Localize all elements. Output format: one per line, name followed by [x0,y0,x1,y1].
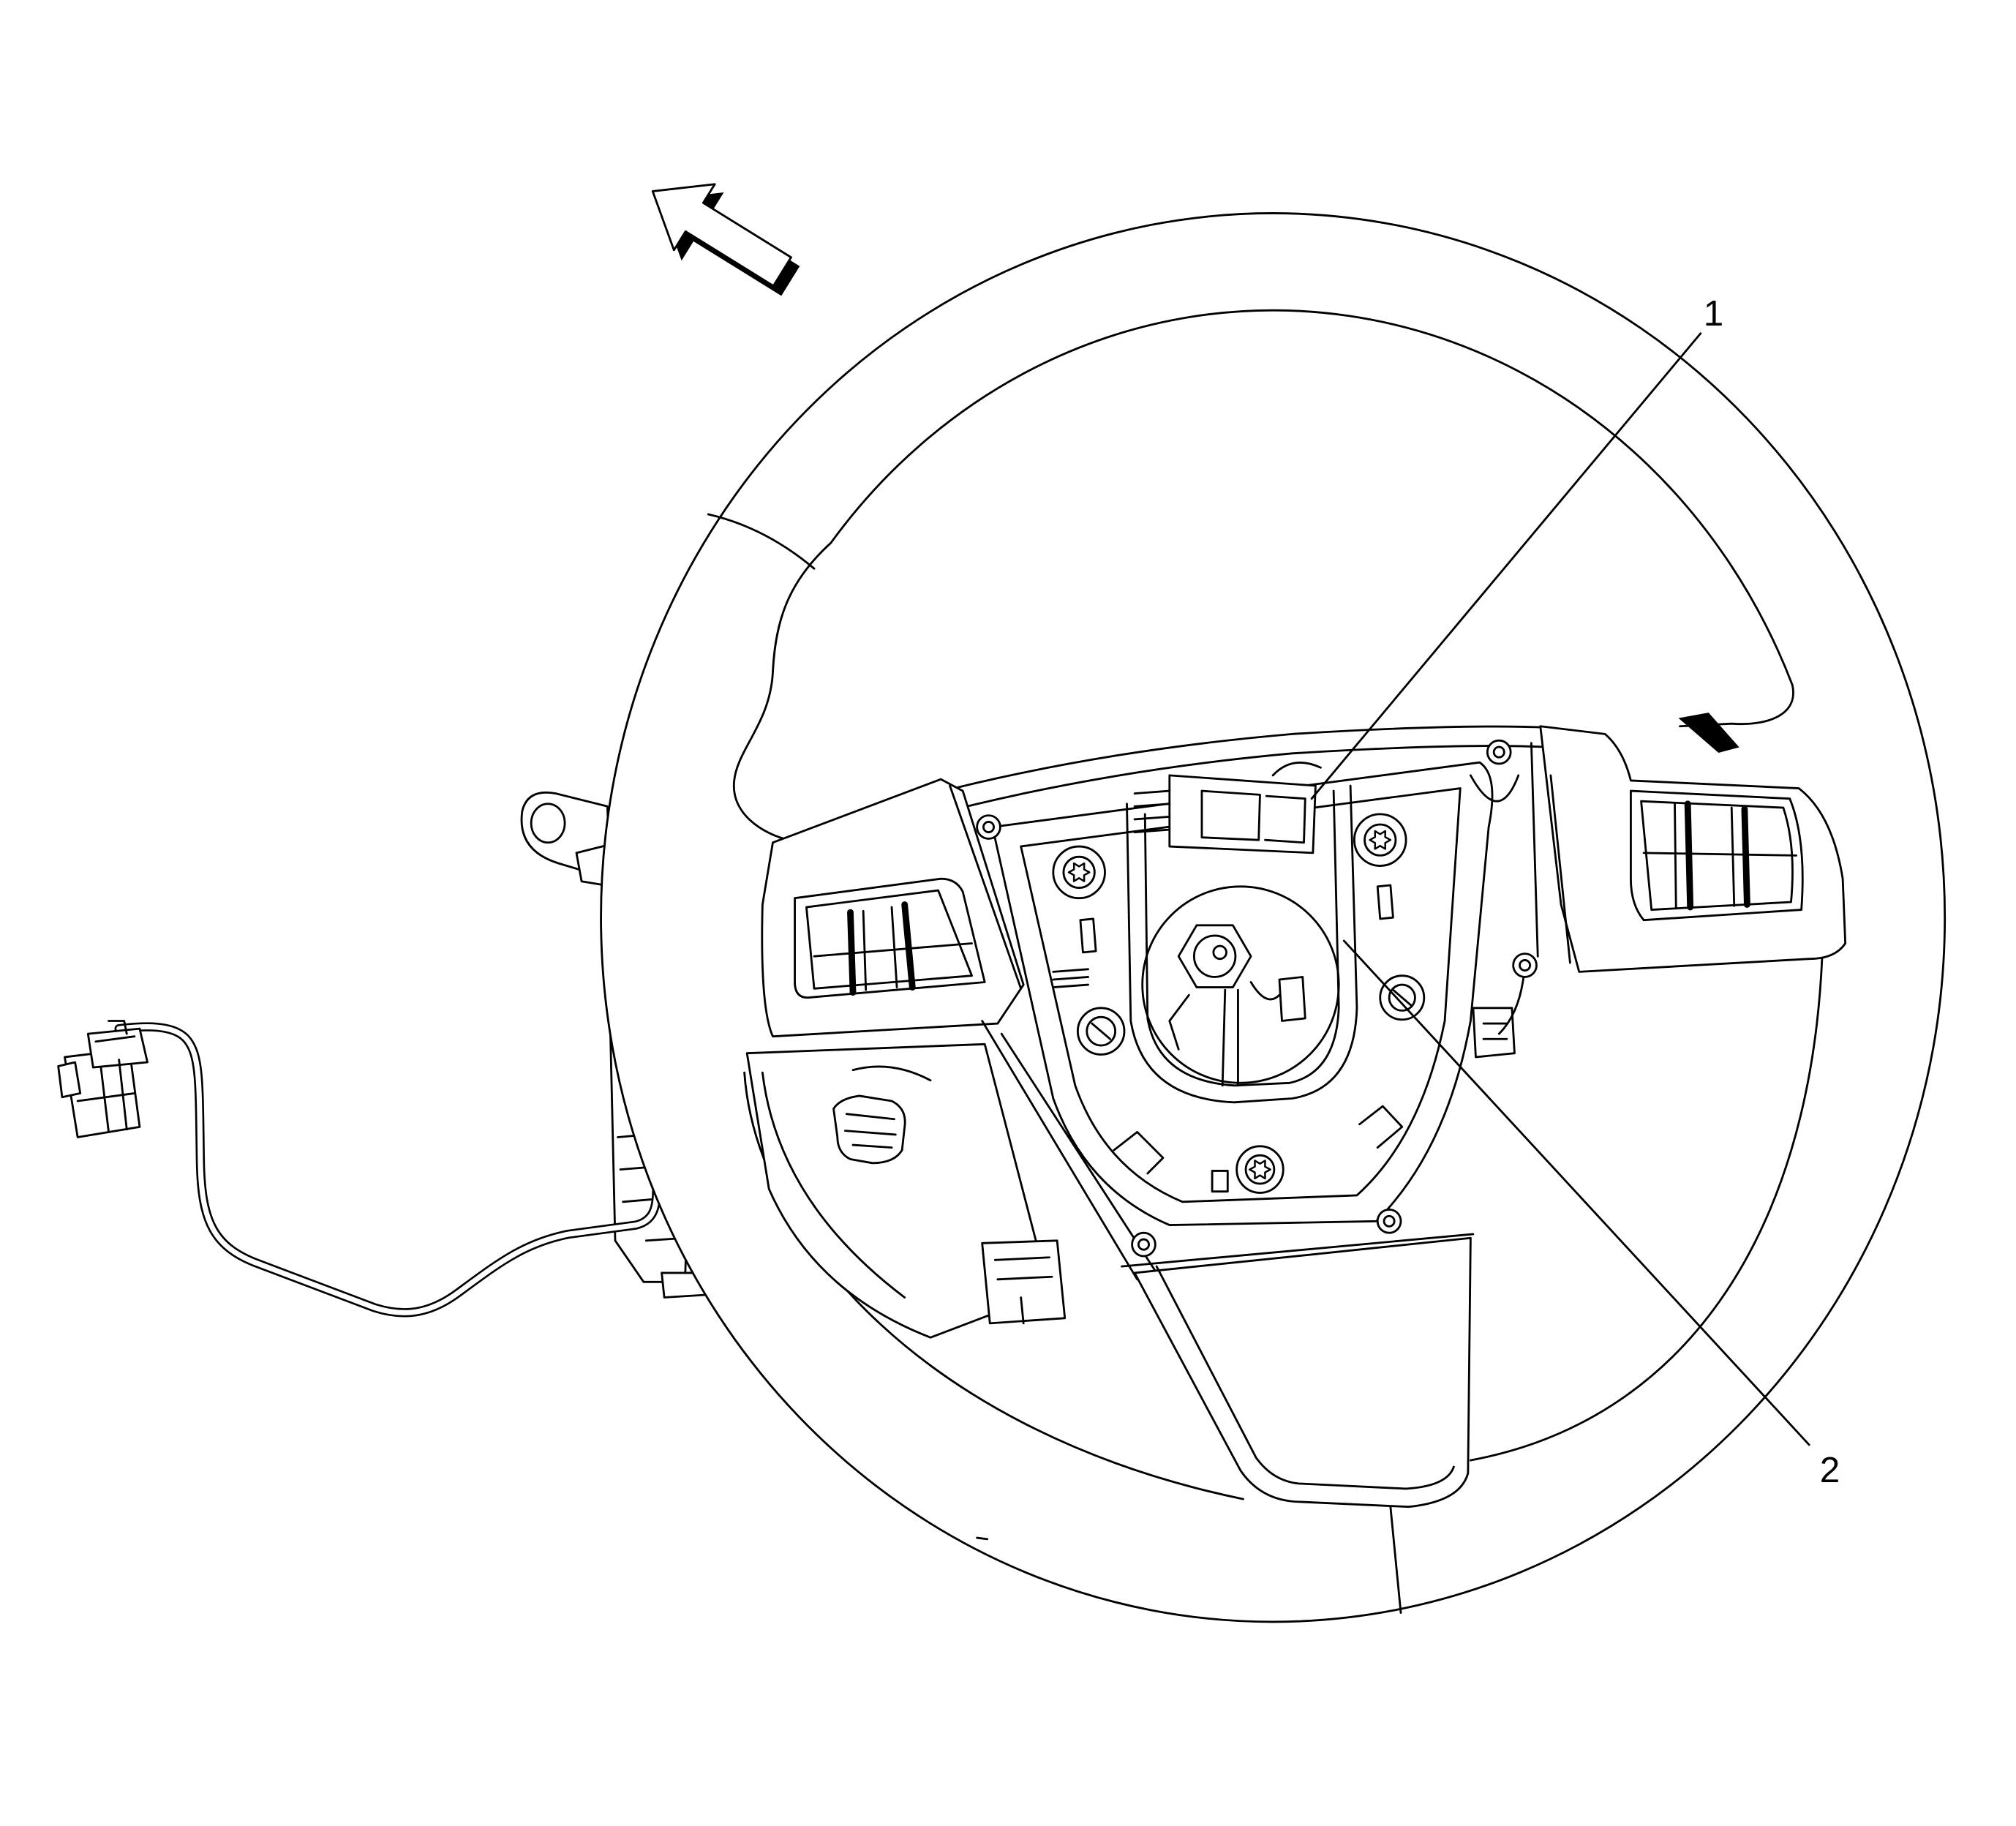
bottom-spoke-inner-edge [1155,1265,1455,1490]
right-switch-button-divider [1684,800,1694,911]
bottom-spoke [1133,1236,1472,1508]
mounting-tab-hole [530,803,566,844]
callout-2-label: 2 [1820,1450,1840,1490]
screw-upper-left [976,814,1001,840]
right-switch-panel [1630,789,1804,922]
hole-right [1379,974,1426,1021]
screw-lower-left [1131,1231,1156,1258]
screw-recess [1137,1238,1150,1251]
callout-2-leader [1342,939,1810,1446]
lower-left-housing [745,1042,1050,1339]
hole-left [1076,1007,1126,1056]
callout-1-leader [1310,332,1702,800]
u-frame-inner [1143,789,1340,1087]
connector-top-block [86,1027,148,1069]
connector-detail [76,1020,136,1133]
right-switch-button-divider [1741,805,1750,908]
lower-connector-detail [993,1256,1053,1325]
bolt-upper-left-ring [1062,855,1096,889]
screw-head [1512,953,1538,978]
screw-recess [982,821,995,834]
clock-spring-wiring [1168,976,1306,1087]
bolt-bottom-ring [1244,1154,1276,1185]
left-switch-button-divider [901,901,916,991]
back-plate-notch-left [1113,1131,1165,1175]
left-switch-panel [794,877,986,999]
top-connector-wires [1133,762,1322,834]
rim-bottom-seam [1389,1506,1402,1614]
screw-recess [1519,959,1532,972]
hole-left-slot [1091,1022,1111,1040]
screw-right [1512,953,1538,978]
bolt-upper-right-ring [1364,823,1397,857]
rim-left-seam [707,513,816,570]
rim-right-grip-tip [1678,713,1739,754]
rim-mark [976,1536,989,1541]
left-switch-panel-inner [805,889,973,990]
bolt-bottom [1235,1145,1285,1194]
screw-upper-right [1486,739,1512,765]
bolt-upper-left [1052,845,1106,900]
screw-lower-right [1376,1208,1402,1234]
steering-shaft-center [1212,944,1227,961]
rim-lower-left-edge [743,1071,1244,1500]
bottom-spoke-top-edge [1121,1233,1475,1268]
bolt-upper-right [1353,813,1407,867]
screw-head [1376,1208,1402,1234]
lower-left-housing-edge [761,1065,932,1299]
hub-assembly [745,725,1847,1508]
top-connector-latch [1200,789,1306,844]
callout-2: 2 [1342,939,1840,1490]
hole-right-inner [1388,983,1416,1012]
screw-recess [1383,1214,1396,1228]
rim-inner-top-edge [830,309,1794,686]
rim-left-grip [733,541,832,841]
connector-latch [57,1061,82,1099]
screw-head [976,814,1001,840]
right-switch-button-edges [1642,803,1797,910]
callout-1: 1 [1310,293,1724,800]
bolt-bottom-head [1235,1145,1285,1194]
rim-right-grip [1679,683,1794,728]
back-plate-slots [1052,884,1394,1193]
mounting-tab [520,791,614,888]
screw-head [1486,739,1512,765]
bolt-upper-right-head [1353,813,1407,867]
back-plate-inner-edge [1020,787,1462,1203]
right-spoke-inner-edges [1469,742,1571,964]
bolt-upper-left-head [1052,845,1106,900]
callout-1-label: 1 [1704,293,1724,334]
harness-connector [57,1020,148,1138]
top-connector [1168,774,1317,854]
lower-connector [981,1239,1067,1325]
direction-arrow-body [651,183,792,288]
right-lower-connector [1472,1007,1516,1059]
screw-recess [1492,745,1505,759]
column-bracket-detail [617,1133,686,1242]
left-switch-button-edges [813,906,973,991]
hole-right-slot [1391,988,1413,1007]
rim-lower-right-edge [1469,958,1824,1462]
horn-knob [832,1094,906,1165]
left-spoke-strap [949,784,1158,1281]
direction-arrow-icon [651,183,800,296]
wiring-harness [114,1022,661,1318]
horn-knob-detail [844,1113,897,1149]
harness-wire-core [116,1023,660,1315]
back-plate-notch-right [1358,1105,1404,1149]
u-frame-outer [1126,784,1358,1104]
hole-left-inner [1086,1015,1117,1047]
screw-head [1131,1231,1156,1258]
